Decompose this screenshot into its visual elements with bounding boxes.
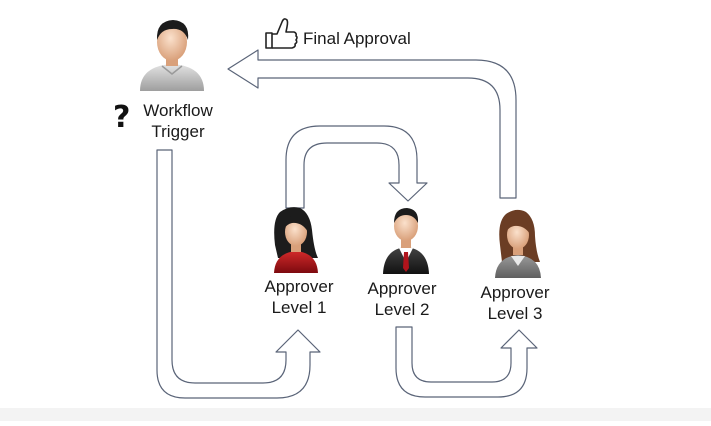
approver-level2-line1: Approver [367, 279, 437, 298]
arrow-level2-to-level3 [395, 326, 538, 398]
approver-level3-line1: Approver [480, 283, 550, 302]
arrow-level1-to-level2 [285, 125, 428, 209]
trigger-label-line2: Trigger [151, 122, 205, 141]
thumbs-up-icon [265, 18, 298, 49]
approver-level2-line2: Level 2 [374, 300, 430, 319]
bottom-band [0, 408, 711, 421]
arrow-trigger-to-level1 [156, 149, 321, 399]
final-approval-label: Final Approval [303, 29, 411, 48]
trigger-person-avatar [140, 20, 204, 91]
arrow-final-approval-return [227, 49, 517, 199]
approver-level1-line2: Level 1 [271, 298, 327, 317]
approver-level1-line1: Approver [264, 277, 334, 296]
trigger-label: Workflow Trigger [132, 100, 224, 142]
approver-level2-label: Approver Level 2 [357, 278, 447, 320]
approver-level1-avatar [274, 207, 318, 273]
approver-level3-avatar [495, 209, 541, 278]
approver-level3-label: Approver Level 3 [470, 282, 560, 324]
trigger-label-line1: Workflow [143, 101, 213, 120]
approver-level1-label: Approver Level 1 [254, 276, 344, 318]
approver-level3-line2: Level 3 [487, 304, 543, 323]
approver-level2-avatar [383, 208, 429, 274]
unknown-trigger-question-mark: ? [113, 100, 131, 135]
